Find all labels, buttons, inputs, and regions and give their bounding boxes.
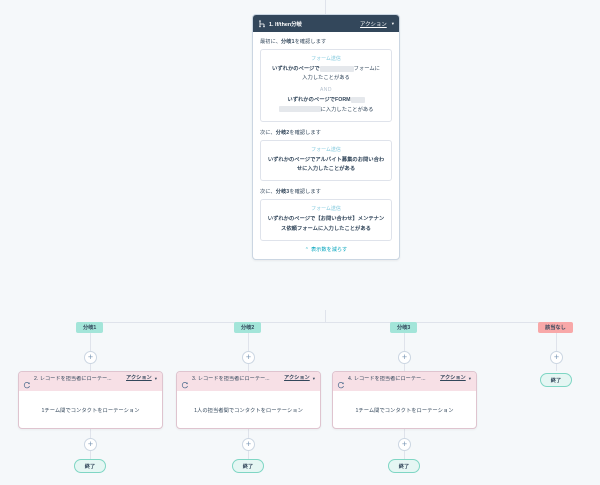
- branch-label-3[interactable]: 分岐3: [390, 322, 418, 333]
- add-step-plus-4[interactable]: +: [550, 351, 563, 364]
- connector-3b: [404, 364, 405, 371]
- branch-fork-icon: [258, 19, 266, 28]
- action-card-4-body: 1チーム間でコンタクトをローテーション: [355, 407, 454, 414]
- cond-1-line1-tail: フォームに: [353, 66, 380, 72]
- end-node-1[interactable]: 終了: [74, 459, 106, 473]
- rotate-record-icon: [23, 376, 31, 389]
- cond-1-line5-text: に入力したことがある: [320, 106, 374, 113]
- action-card-4-title: 4. レコードを担当者にローテー...: [348, 376, 426, 382]
- ifthen-card-body: 最初に、分岐1を確認します フォーム送信 いずれかのページでフォームに 入力した…: [253, 32, 399, 259]
- add-step-plus-5[interactable]: +: [84, 438, 97, 451]
- add-step-plus-3[interactable]: +: [398, 351, 411, 364]
- end-node-2[interactable]: 終了: [232, 459, 264, 473]
- connector-1d: [90, 451, 91, 459]
- add-step-plus-7[interactable]: +: [398, 438, 411, 451]
- cond-1-line1-bold: いずれかのページで: [272, 66, 320, 72]
- connector-2a: [248, 333, 249, 351]
- action-card-3-header: 3. レコードを担当者にローテー... アクション ▾: [177, 372, 320, 391]
- connector-3d: [404, 451, 405, 459]
- action-card-2[interactable]: 2. レコードを担当者にローテー... アクション ▾ 1チーム間でコンタクトを…: [18, 371, 163, 429]
- rotate-record-icon: [181, 376, 189, 389]
- branch-label-none[interactable]: 該当なし: [538, 322, 573, 333]
- connector-2b: [248, 364, 249, 371]
- chevron-up-icon: ⌃: [304, 246, 309, 253]
- action-card-2-title: 2. レコードを担当者にローテー...: [34, 376, 112, 382]
- action-card-2-menu[interactable]: アクション: [126, 375, 152, 381]
- ifthen-action-menu[interactable]: アクション: [360, 21, 387, 28]
- branch-label-2[interactable]: 分岐2: [234, 322, 262, 333]
- add-step-plus-1[interactable]: +: [84, 351, 97, 364]
- redacted-value: [319, 65, 354, 72]
- step-3-suffix: を確認します: [289, 189, 322, 196]
- branch-label-1[interactable]: 分岐1: [76, 322, 104, 333]
- condition-box-1[interactable]: フォーム送信 いずれかのページで フォームに 入力したことがある AND いずれか…: [260, 49, 392, 122]
- action-card-2-body: 1チーム間でコンタクトをローテーション: [41, 407, 140, 414]
- step-label-2: 次に、分岐2を確認します: [260, 129, 392, 136]
- step-1-prefix: 最初に、: [260, 39, 281, 45]
- connector-1b: [90, 364, 91, 371]
- ifthen-card-header: 1. If/then分岐 アクション ▾: [253, 15, 399, 32]
- action-card-3-title: 3. レコードを担当者にローテー...: [192, 376, 270, 382]
- connector-4a: [556, 333, 557, 351]
- chevron-down-icon[interactable]: ▾: [312, 376, 315, 381]
- step-3-prefix: 次に、: [260, 189, 276, 196]
- action-card-4-menu[interactable]: アクション: [440, 375, 466, 381]
- step-1-branch: 分岐1: [281, 39, 295, 45]
- end-node-3[interactable]: 終了: [388, 459, 420, 473]
- end-node-4[interactable]: 終了: [540, 373, 572, 387]
- connector-card-to-bus: [325, 310, 326, 322]
- step-2-prefix: 次に、: [260, 129, 276, 136]
- step-1-suffix: を確認します: [294, 39, 327, 45]
- action-card-3-body: 1人の担当者間でコンタクトをローテーション: [194, 407, 303, 414]
- connector-4b: [556, 364, 557, 371]
- ifthen-branch-card[interactable]: 1. If/then分岐 アクション ▾ 最初に、分岐1を確認します フォーム送…: [252, 14, 400, 260]
- cond-1-and: AND: [319, 86, 333, 93]
- redacted-value: [350, 96, 365, 103]
- redacted-value: [278, 106, 321, 113]
- chevron-down-icon[interactable]: ▾: [391, 20, 394, 26]
- action-card-3[interactable]: 3. レコードを担当者にローテー... アクション ▾ 1人の担当者間でコンタク…: [176, 371, 321, 429]
- connector-3a: [404, 333, 405, 351]
- action-card-3-menu[interactable]: アクション: [284, 375, 310, 381]
- condition-type-2: フォーム送信: [311, 146, 341, 153]
- connector-2d: [248, 451, 249, 459]
- action-card-4[interactable]: 4. レコードを担当者にローテー... アクション ▾ 1チーム間でコンタクトを…: [332, 371, 477, 429]
- condition-type-3: フォーム送信: [311, 206, 341, 213]
- connector-top: [325, 0, 326, 14]
- ifthen-card-title: 1. If/then分岐: [269, 21, 302, 28]
- condition-box-3[interactable]: フォーム送信 いずれかのページで【お問い合わせ】メンテナンス依頼フォームに入力し…: [260, 199, 392, 241]
- condition-box-2[interactable]: フォーム送信 いずれかのページでアルバイト募集のお問い合わせに入力したことがある: [260, 139, 392, 182]
- connector-1c: [90, 427, 91, 438]
- step-2-suffix: を確認します: [289, 129, 322, 136]
- cond-1-line5: に入力したことがある: [267, 106, 385, 115]
- chevron-down-icon[interactable]: ▾: [468, 376, 471, 381]
- action-card-4-header: 4. レコードを担当者にローテー... アクション ▾: [333, 372, 476, 391]
- connector-3c: [404, 427, 405, 438]
- add-step-plus-2[interactable]: +: [242, 351, 255, 364]
- condition-text-3: いずれかのページで【お問い合わせ】メンテナンス依頼フォームに入力したことがある: [267, 216, 385, 232]
- collapse-label: 表示数を減らす: [310, 246, 348, 253]
- connector-2c: [248, 427, 249, 438]
- cond-1-line4-bold: いずれかのページでFORM: [287, 97, 351, 104]
- condition-text-2: いずれかのページでアルバイト募集のお問い合わせに入力したことがある: [267, 156, 385, 173]
- step-label-3: 次に、分岐3を確認します: [260, 188, 392, 195]
- collapse-toggle[interactable]: ⌃表示数を減らす: [260, 244, 392, 254]
- condition-type-1: フォーム送信: [311, 56, 341, 62]
- condition-text-1: いずれかのページで フォームに 入力したことがある AND いずれかのページでFO…: [267, 65, 385, 115]
- action-card-2-header: 2. レコードを担当者にローテー... アクション ▾: [19, 372, 162, 391]
- step-3-branch: 分岐3: [275, 189, 290, 196]
- chevron-down-icon[interactable]: ▾: [154, 376, 157, 381]
- cond-1-line2: 入力したことがある: [302, 75, 350, 82]
- rotate-record-icon: [337, 376, 345, 389]
- add-step-plus-6[interactable]: +: [242, 438, 255, 451]
- step-2-branch: 分岐2: [275, 129, 290, 136]
- connector-1a: [90, 333, 91, 351]
- branch-bus-line: [90, 322, 556, 323]
- step-label-1: 最初に、分岐1を確認します: [260, 38, 392, 45]
